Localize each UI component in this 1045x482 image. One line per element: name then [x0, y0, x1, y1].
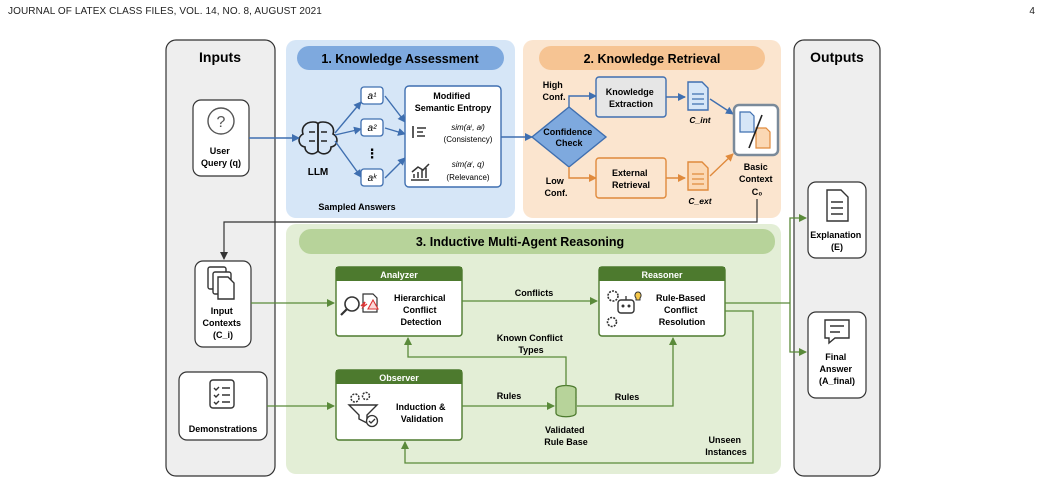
relevance-formula: sim(aⁱ, q): [452, 160, 485, 169]
unseen-instances-arrow: [401, 310, 754, 464]
relevance-label: (Relevance): [446, 173, 489, 182]
sample-ellipsis: ⋮: [366, 146, 379, 161]
checklist-icon: [209, 379, 235, 409]
reasoning-title-bar: [299, 229, 775, 254]
consistency-label: (Consistency): [444, 135, 493, 144]
explanation-label: Explanation (E): [810, 230, 864, 252]
c-ext-label: C_ext: [688, 196, 712, 206]
user-query-label: User Query (q): [201, 146, 241, 168]
retrieval-title-bar: [539, 46, 765, 70]
sampled-answers-label: Sampled Answers: [318, 202, 395, 212]
rules-left-label: Rules: [497, 391, 522, 401]
documents-icon: [207, 266, 235, 300]
consistency-formula: sim(aⁱ, aʲ): [451, 123, 485, 132]
chat-icon: [824, 319, 850, 345]
ak-to-entropy-arrow: [384, 157, 406, 179]
sample-a1: a¹: [368, 91, 378, 102]
retrieval-title: 2. Knowledge Retrieval: [584, 52, 721, 66]
to-explanation-arrow: [789, 214, 807, 303]
confidence-check-label: Confidence Check: [543, 127, 595, 148]
magnifier-conflict-icon: [340, 293, 379, 316]
cint-to-context-arrow: [709, 98, 734, 115]
basic-context-label: Basic Context C₀: [739, 162, 775, 197]
rulebase-to-reasoner-arrow: [577, 337, 677, 407]
knowledge-extraction-box: [595, 76, 667, 118]
low-conf-label: Low Conf.: [545, 176, 568, 198]
analyzer-description: Hierarchical Conflict Detection: [394, 293, 448, 327]
to-final-answer-arrow: [789, 303, 807, 356]
knowledge-extraction-label: Knowledge Extraction: [606, 87, 657, 109]
external-retrieval-label: External Retrieval: [612, 168, 650, 190]
inputs-title: Inputs: [199, 49, 241, 65]
sample-a2: a²: [368, 123, 378, 134]
observer-title: Observer: [379, 373, 419, 383]
c-int-label: C_int: [689, 115, 711, 125]
page-number: 4: [1029, 6, 1035, 17]
known-conflict-types-arrow: [404, 337, 567, 386]
llm-label: LLM: [308, 167, 329, 178]
final-answer-label: Final Answer (A_final): [819, 352, 855, 386]
reasoner-title: Reasoner: [641, 270, 683, 280]
internal-doc-icon: [687, 81, 709, 111]
cext-to-context-arrow: [709, 153, 734, 177]
known-conflict-types-label: Known Conflict Types: [497, 333, 566, 355]
reasoning-title: 3. Inductive Multi-Agent Reasoning: [416, 235, 624, 249]
svg-text:?: ?: [217, 114, 226, 131]
high-conf-arrow: [568, 92, 597, 107]
llm-to-a2-arrow: [334, 126, 362, 136]
external-doc-icon: [687, 161, 709, 191]
low-conf-arrow: [568, 167, 597, 182]
funnel-check-icon: [347, 391, 379, 428]
reasoner-description: Rule-Based Conflict Resolution: [656, 293, 708, 327]
merged-docs-icon: [739, 111, 771, 149]
analyzer-title: Analyzer: [380, 270, 418, 280]
context-to-inputs-arrow: [220, 199, 758, 260]
journal-header: JOURNAL OF LATEX CLASS FILES, VOL. 14, N…: [8, 6, 322, 17]
observer-description: Induction & Validation: [396, 402, 448, 424]
a1-to-entropy-arrow: [384, 95, 406, 123]
retrieval-panel: [523, 40, 781, 218]
assessment-title-bar: [297, 46, 504, 70]
final-answer-box: [807, 311, 867, 399]
robot-gears-icon: [606, 290, 642, 328]
question-icon: ?: [207, 107, 235, 135]
external-retrieval-box: [595, 157, 667, 199]
a2-to-entropy-arrow: [384, 127, 406, 136]
trend-chart-icon: [411, 163, 430, 181]
observer-title-bar: [336, 370, 462, 384]
input-contexts-label: Input Contexts (C_i): [202, 306, 243, 340]
demonstrations-label: Demonstrations: [189, 424, 258, 434]
consistency-icon: [412, 126, 426, 138]
conflicts-label: Conflicts: [515, 288, 554, 298]
llm-to-ak-arrow: [334, 140, 362, 178]
assessment-title: 1. Knowledge Assessment: [321, 52, 479, 66]
outputs-title: Outputs: [810, 49, 864, 65]
brain-icon: [298, 121, 338, 155]
analyzer-title-bar: [336, 267, 462, 281]
sample-ak: aᵏ: [368, 173, 378, 184]
validated-rule-base-label: Validated Rule Base: [544, 425, 588, 447]
semantic-entropy-title: Modified Semantic Entropy: [415, 91, 492, 113]
unseen-instances-label: Unseen Instances: [705, 435, 747, 457]
rules-right-label: Rules: [615, 392, 640, 402]
reasoner-title-bar: [599, 267, 725, 281]
sample-bubbles: a¹ a² ⋮ aᵏ: [360, 86, 384, 187]
document-icon: [826, 189, 849, 222]
high-conf-label: High Conf.: [543, 80, 566, 102]
llm-to-a1-arrow: [334, 101, 362, 134]
database-icon: [555, 384, 577, 418]
